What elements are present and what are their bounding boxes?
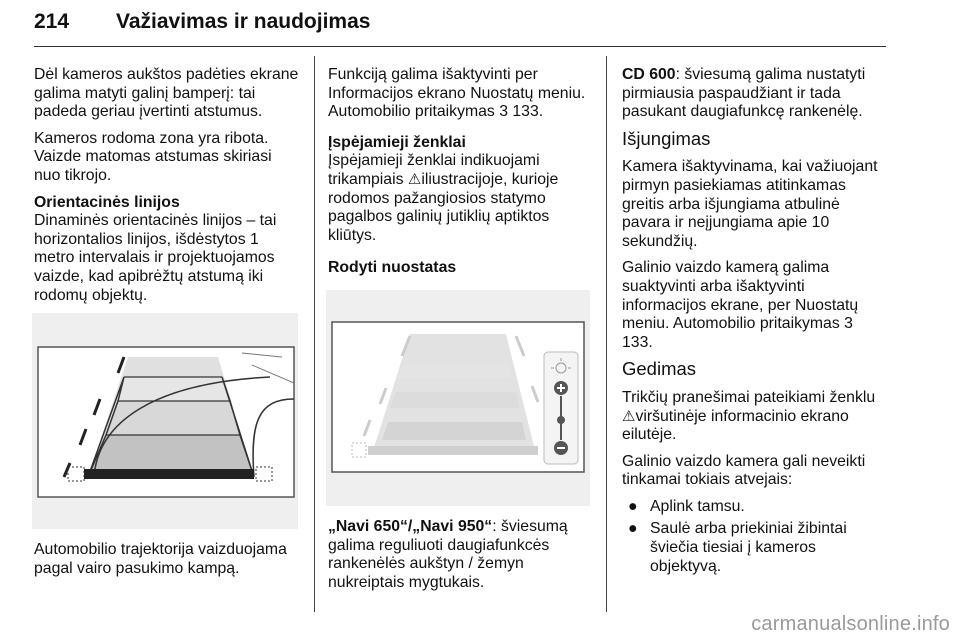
page-reference: 3 133. xyxy=(622,315,853,351)
column-divider-2 xyxy=(606,56,607,612)
section-heading: Rodyti nuostatas xyxy=(328,259,457,277)
paragraph: Trikčių pranešimai pateikiami ženklu ⚠vi… xyxy=(622,388,876,444)
paragraph: Dinaminės orientacinės linijos – tai hor… xyxy=(34,212,277,304)
column-1: Dėl kameros aukštos padėties ekrane gali… xyxy=(32,66,302,586)
section-heading: Įspėjamieji ženklai xyxy=(328,133,466,151)
paragraph: Kameros rodoma zona yra ribota. Vaizde m… xyxy=(34,129,272,184)
paragraph: Galinio vaizdo kamerą galima suaktyvinti… xyxy=(622,259,859,351)
column-divider-1 xyxy=(314,56,315,612)
header-rule xyxy=(34,46,886,47)
section-heading: Išjungimas xyxy=(622,127,711,149)
display-settings-illustration xyxy=(326,289,590,506)
paragraph: Dėl kameros aukštos padėties ekrane gali… xyxy=(34,66,299,121)
page-reference: 3 133. xyxy=(499,103,544,121)
warning-triangle-icon: ⚠ xyxy=(622,407,636,425)
figure-caption: Automobilio trajektorija vaizduojama pag… xyxy=(34,541,287,577)
section-heading: Gedimas xyxy=(622,358,697,380)
chapter-title: Važiavimas ir naudojimas xyxy=(116,10,371,33)
warning-triangle-icon: ⚠ xyxy=(407,170,422,188)
section-heading: Orientacinės linijos xyxy=(34,193,180,211)
paragraph: Kamera išaktyvinama, kai važiuojant pirm… xyxy=(622,158,878,250)
paragraph: CD 600: šviesumą galima nustatyti pirmia… xyxy=(622,66,866,121)
page-header: 214 Važiavimas ir naudojimas xyxy=(34,10,370,34)
column-3: CD 600: šviesumą galima nustatyti pirmia… xyxy=(622,66,888,580)
page-number: 214 xyxy=(34,10,70,33)
list-item: ●Aplink tamsu. xyxy=(628,497,745,515)
paragraph: „Navi 650“/„Navi 950“: šviesumą galima r… xyxy=(328,517,568,591)
paragraph: Funkciją galima išaktyvinti per Informac… xyxy=(328,66,586,121)
paragraph: Įspėjamieji ženklai indikuojami trikampi… xyxy=(328,152,559,244)
paragraph: Galinio vaizdo kamera gali neveikti tink… xyxy=(622,452,866,489)
list-item: ●Saulė arba priekiniai žibintai šviečia … xyxy=(628,520,847,575)
watermark: carmanualsonline.info xyxy=(751,613,950,635)
rear-camera-trajectory-illustration xyxy=(32,313,298,530)
bullet-list: ●Aplink tamsu. ●Saulė arba priekiniai ži… xyxy=(622,498,888,576)
column-2: Funkciją galima išaktyvinti per Informac… xyxy=(326,66,596,600)
